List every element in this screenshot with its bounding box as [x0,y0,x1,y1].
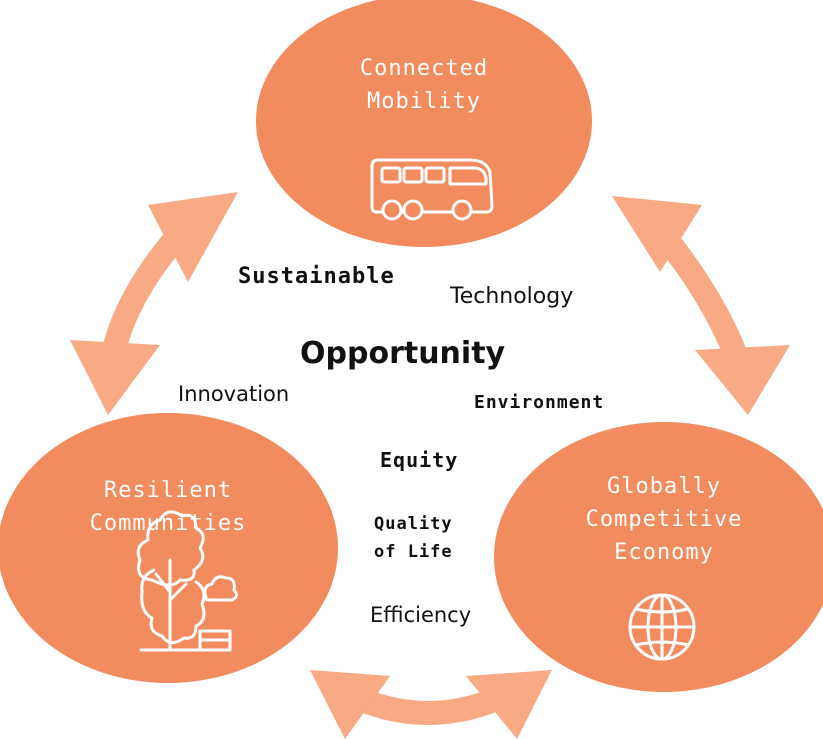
word-opportunity: Opportunity [300,336,506,371]
word-technology: Technology [450,284,574,309]
circle-title-globally-competitive-economy: Globally Competitive Economy [585,474,743,565]
arrow-mobility-communities [70,192,238,415]
bus-icon [370,158,494,221]
word-innovation: Innovation [178,382,290,406]
circle-globally-competitive-economy [494,422,823,692]
word-efficiency: Efficiency [370,603,472,627]
word-environment: Environment [474,392,605,413]
park-trees-bench-icon [136,510,239,652]
arrow-mobility-economy [612,196,790,415]
arrow-communities-economy [310,670,552,739]
word-sustainable: Sustainable [238,264,395,289]
circle-title-resilient-communities: Resilient Communities [89,478,247,536]
circle-resilient-communities [0,413,338,683]
globe-icon [628,593,696,661]
word-quality-of-life: Quality of Life [374,514,453,562]
circle-title-connected-mobility: Connected Mobility [359,56,489,114]
circle-connected-mobility [256,0,592,247]
word-equity: Equity [380,448,459,472]
